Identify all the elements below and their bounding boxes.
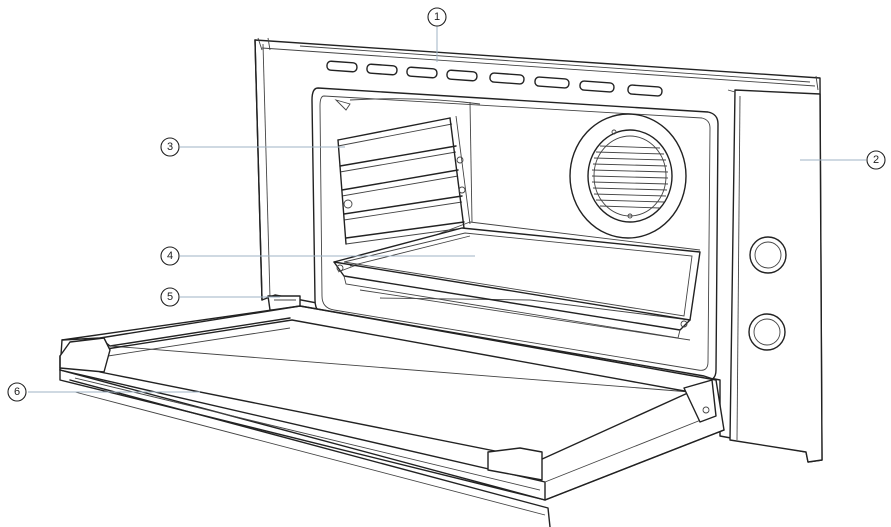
control-knob-upper <box>749 236 787 274</box>
callout-badge-3: 3 <box>160 137 180 157</box>
callout-label-5: 5 <box>167 291 173 303</box>
callout-lines <box>28 26 866 393</box>
callout-badge-1: 1 <box>427 7 447 27</box>
callout-badge-5: 5 <box>160 287 180 307</box>
callout-label-3: 3 <box>167 141 173 153</box>
top-vent-slots <box>326 60 663 97</box>
control-knob-lower <box>748 313 786 351</box>
callout-badge-4: 4 <box>160 246 180 266</box>
callout-badge-2: 2 <box>866 150 886 170</box>
shelf-supports <box>337 115 471 245</box>
callout-label-1: 1 <box>434 11 440 23</box>
fan-cover <box>569 113 687 239</box>
callout-badge-6: 6 <box>7 382 27 402</box>
oven-door <box>59 305 725 527</box>
baking-tray <box>333 227 701 339</box>
callout-label-2: 2 <box>873 154 879 166</box>
callout-label-6: 6 <box>14 386 20 398</box>
callout-label-4: 4 <box>167 250 173 262</box>
control-panel <box>727 89 823 463</box>
grill-element <box>334 98 481 111</box>
